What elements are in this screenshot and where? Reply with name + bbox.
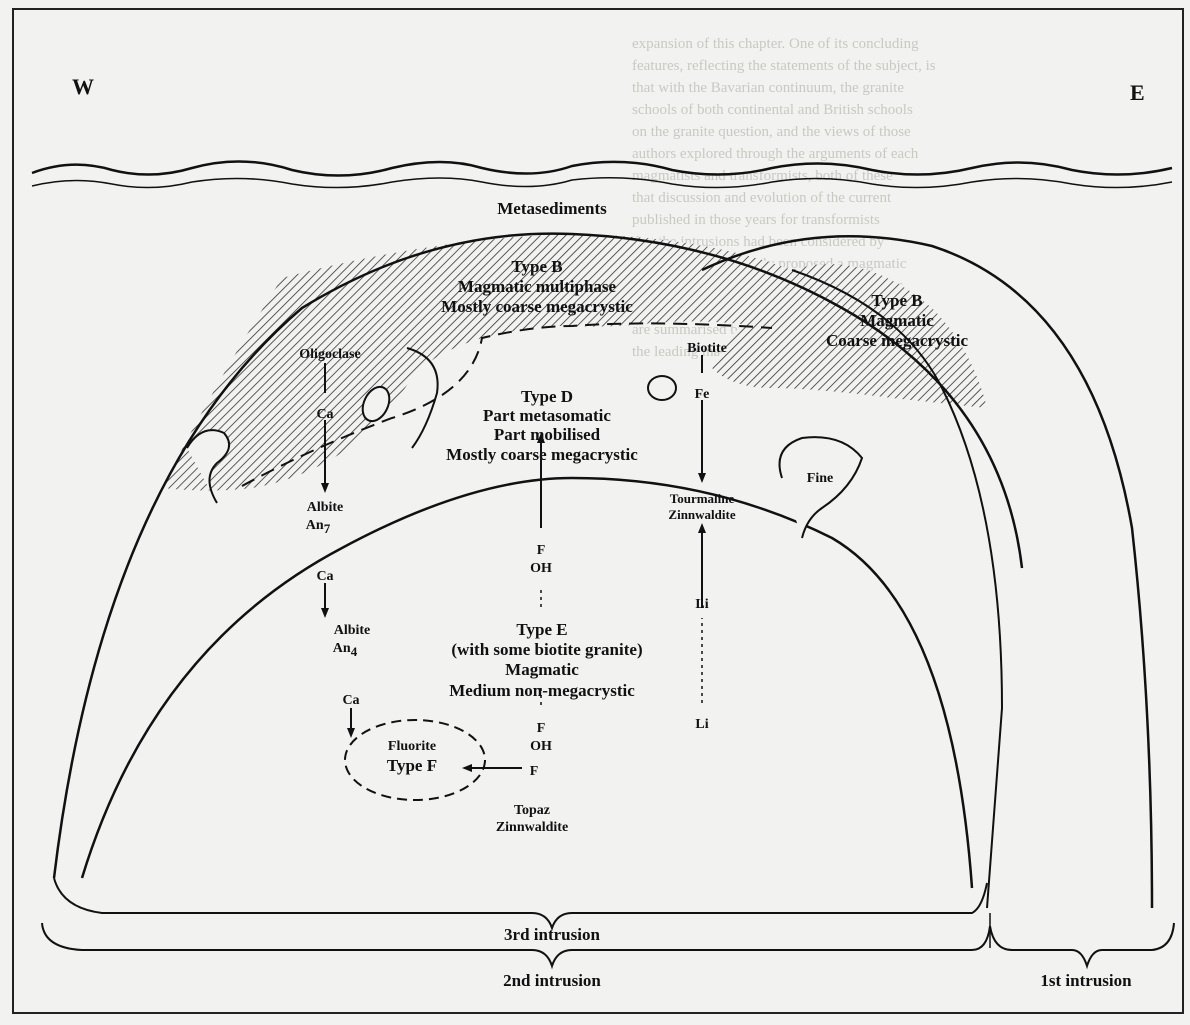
label-an4: An4 (333, 641, 358, 659)
enclave-2 (186, 429, 231, 504)
label-oh-1: OH (530, 561, 552, 576)
label-f-2: F (537, 721, 546, 736)
dome-east-inner (791, 269, 1004, 909)
bleed-through-line: features, reflecting the statements of t… (632, 58, 936, 74)
bleed-through-line: schools of both continental and British … (632, 102, 913, 118)
dome-outer (52, 232, 1024, 879)
type-e-line4: Medium non-megacrystic (449, 681, 635, 700)
bleed-through-line: that with the Bavarian continuum, the gr… (632, 80, 904, 96)
fine-body (778, 436, 864, 539)
type-f-ellipse (344, 719, 486, 801)
enclave-4 (647, 375, 677, 401)
label-first-intrusion: 1st intrusion (1040, 971, 1132, 990)
label-an7: An7 (306, 518, 331, 536)
compass-west: W (72, 74, 94, 99)
type-b-east-title: Type B (871, 291, 922, 310)
ground-surface-lower (31, 177, 1173, 189)
label-zinnwaldite-2: Zinnwaldite (496, 820, 568, 835)
type-b-east-line3: Coarse megacrystic (826, 331, 969, 350)
label-fine: Fine (807, 471, 833, 486)
label-albite-an7: Albite (307, 500, 344, 515)
hatched-zone-east (712, 264, 987, 408)
label-ca-2: Ca (316, 569, 333, 584)
label-li-2: Li (695, 717, 708, 732)
type-e-line2: (with some biotite granite) (451, 640, 642, 659)
label-f-3: F (530, 764, 539, 779)
label-third-intrusion: 3rd intrusion (504, 925, 600, 944)
label-fluorite: Fluorite (388, 739, 436, 754)
type-d-line4: Mostly coarse megacrystic (446, 445, 638, 464)
dome-second (80, 476, 974, 889)
label-li-1: Li (695, 597, 708, 612)
label-second-intrusion: 2nd intrusion (503, 971, 601, 990)
type-b-line3: Mostly coarse megacrystic (441, 297, 633, 316)
type-b-east-line2: Magmatic (860, 311, 934, 330)
dome-east (701, 235, 1154, 909)
bracket-second (41, 922, 991, 970)
label-type-f: Type F (387, 756, 437, 775)
label-albite-an4: Albite (334, 623, 371, 638)
diagram-frame: expansion of this chapter. One of its co… (12, 8, 1184, 1014)
label-ca-3: Ca (342, 693, 359, 708)
bleed-through-line: authors explored through the arguments o… (632, 146, 919, 162)
type-b-line2: Magmatic multiphase (458, 277, 617, 296)
enclave-3 (406, 347, 439, 449)
type-b-title: Type B (511, 257, 562, 276)
type-d-line2: Part metasomatic (483, 406, 611, 425)
bracket-first (989, 922, 1175, 970)
label-topaz: Topaz (514, 803, 550, 818)
label-tourmaline: Tourmaline (670, 491, 735, 506)
label-biotite: Biotite (687, 341, 727, 356)
bleed-through-line: magmatists and transformists, both of th… (632, 168, 893, 184)
enclave-1 (361, 385, 391, 423)
bleed-through-line: that discussion and evolution of the cur… (632, 190, 892, 206)
type-d-title: Type D (521, 387, 573, 406)
label-f-1: F (537, 543, 546, 558)
label-fe: Fe (695, 387, 710, 402)
bleed-through-line: on the granite question, and the views o… (632, 124, 911, 140)
label-oh-2: OH (530, 739, 552, 754)
bracket-third (53, 877, 988, 932)
granite-intrusion-diagram: expansion of this chapter. One of its co… (12, 8, 1184, 1014)
type-d-line3: Part mobilised (494, 425, 601, 444)
label-zinnwaldite-1: Zinnwaldite (668, 507, 735, 522)
outer-border (12, 8, 1184, 1014)
bleed-through-line: expansion of this chapter. One of its co… (632, 36, 919, 52)
ground-surface-top (31, 160, 1173, 177)
bleed-through-line: published in those years for transformis… (632, 212, 880, 228)
label-ca-1: Ca (316, 407, 333, 422)
label-metasediments: Metasediments (497, 199, 607, 218)
label-oligoclase: Oligoclase (299, 347, 360, 362)
compass-east: E (1130, 80, 1145, 105)
type-e-line3: Magmatic (505, 660, 579, 679)
dashed-boundary-bd (241, 322, 773, 487)
type-e-title: Type E (516, 620, 567, 639)
